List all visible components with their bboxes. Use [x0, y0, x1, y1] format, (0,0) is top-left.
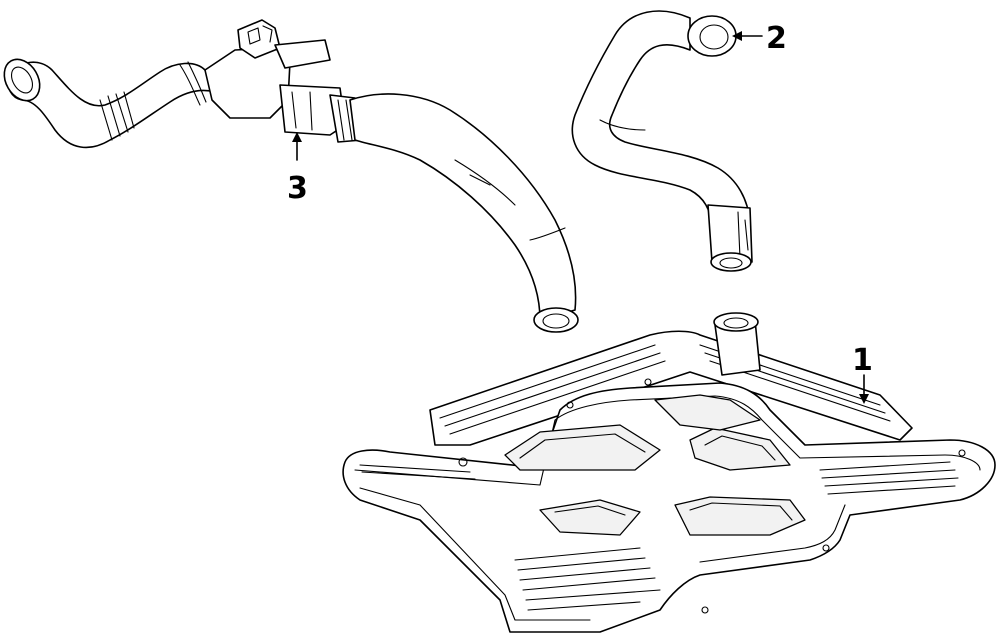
callout-3-label: 3	[287, 171, 308, 206]
part-1-inlet-pipe-end	[713, 312, 759, 332]
part-3-right-hose	[349, 93, 577, 321]
part-2-top-end	[687, 15, 737, 57]
part-1-bolt-hole	[458, 457, 468, 467]
part-3-hose-assembly	[3, 19, 579, 333]
part-1-main-plate	[342, 382, 996, 633]
part-1-bottom-fins	[514, 547, 661, 611]
part-1-opening-top	[654, 394, 761, 431]
callout-2-label: 2	[766, 21, 787, 56]
callout-1-arrowhead	[859, 394, 869, 404]
callout-3-arrowhead	[292, 132, 302, 142]
part-1-opening-1	[504, 424, 661, 471]
part-2-hose	[571, 10, 763, 272]
part-3-clamp-left	[99, 91, 135, 141]
part-1-fin-block	[429, 330, 913, 446]
part-3-left-hose	[7, 61, 216, 149]
part-3-right-hose-end	[533, 307, 579, 333]
part-1-opening-3	[539, 499, 641, 536]
part-1-opening-4	[674, 496, 806, 536]
callout-1-label: 1	[852, 343, 873, 378]
callout-2-arrowhead	[732, 31, 742, 41]
part-3-valve-tab	[274, 39, 331, 69]
part-2-bottom-end	[710, 252, 752, 272]
part-3-valve-body	[204, 47, 291, 119]
part-1-cooler-assembly	[342, 312, 996, 633]
part-2-bottom-fitting	[707, 204, 753, 263]
